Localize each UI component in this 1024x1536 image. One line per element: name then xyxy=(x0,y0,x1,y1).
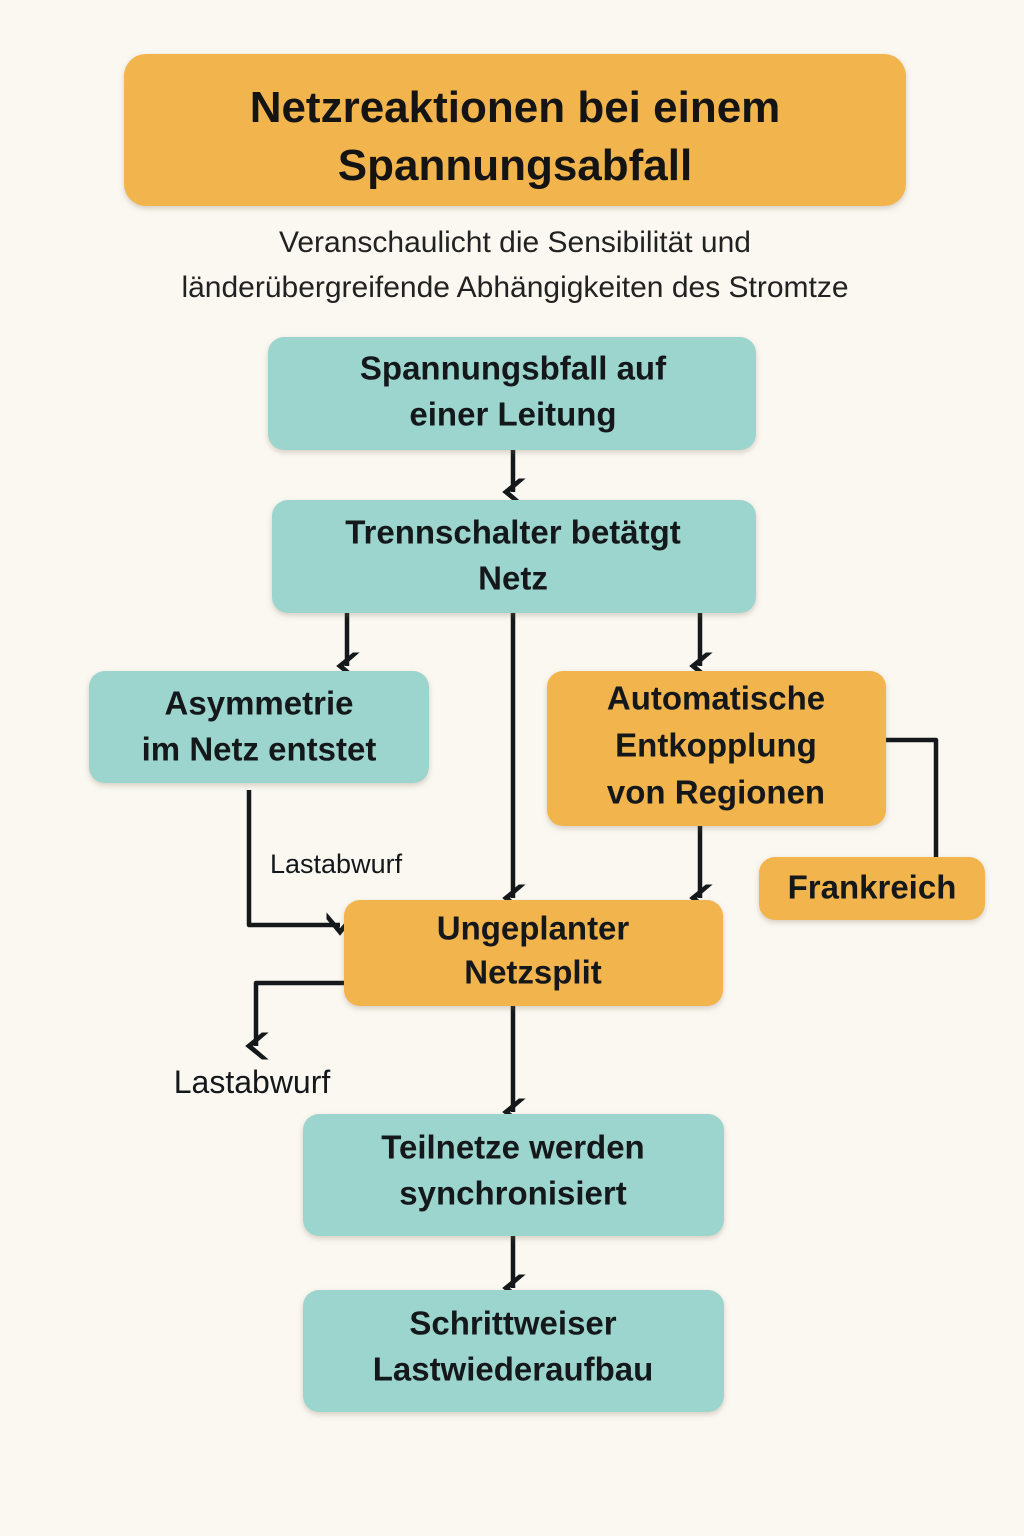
page-subtitle-line2: länderübergreifende Abhängigkeiten des S… xyxy=(181,271,848,304)
title-banner-background xyxy=(124,54,906,206)
node-background xyxy=(344,900,723,1006)
node-label-line2: im Netz entstet xyxy=(142,731,377,768)
node-label-line1: Spannungsbfall auf xyxy=(360,350,667,387)
node-background xyxy=(759,857,985,920)
node-label-line3: von Regionen xyxy=(607,774,825,811)
edge-n6-to-lastabwurf-terminal xyxy=(245,980,344,1060)
node-label-line1: Trennschalter betätgt xyxy=(345,514,681,551)
node-background xyxy=(547,671,886,826)
node-background xyxy=(303,1114,724,1236)
node-ungeplanter-netzsplit[interactable]: Ungeplanter Netzsplit xyxy=(344,900,723,1006)
page-title-line1: Netzreaktionen bei einem xyxy=(250,83,781,132)
node-schrittweiser-lastwiederaufbau[interactable]: Schrittweiser Lastwiederaufbau xyxy=(303,1290,724,1412)
node-label-line2: Netzsplit xyxy=(464,954,602,991)
node-label-line2: einer Leitung xyxy=(409,396,616,433)
node-frankreich[interactable]: Frankreich xyxy=(759,857,985,920)
page-subtitle: Veranschaulicht die Sensibilität und län… xyxy=(181,226,848,304)
node-spannungsabfall-leitung[interactable]: Spannungsbfall auf einer Leitung xyxy=(268,337,756,450)
node-trennschalter-betaetigt-netz[interactable]: Trennschalter betätgt Netz xyxy=(272,500,756,613)
node-automatische-entkopplung-regionen[interactable]: Automatische Entkopplung von Regionen xyxy=(547,671,886,826)
node-label-line1: Asymmetrie xyxy=(165,685,354,722)
node-label-line2: Entkopplung xyxy=(615,727,817,764)
node-label-line2: Lastwiederaufbau xyxy=(373,1351,654,1388)
node-background xyxy=(89,671,429,783)
node-teilnetze-synchronisiert[interactable]: Teilnetze werden synchronisiert xyxy=(303,1114,724,1236)
edge-n4-to-n5 xyxy=(886,737,939,857)
node-label-line1: Automatische xyxy=(607,680,825,717)
node-background xyxy=(303,1290,724,1412)
node-background xyxy=(268,337,756,450)
node-label-line2: Netz xyxy=(478,560,548,597)
edge-label-lastabwurf: Lastabwurf xyxy=(270,849,403,879)
title-banner: Netzreaktionen bei einem Spannungsabfall xyxy=(124,54,906,206)
node-label-line1: Ungeplanter xyxy=(437,910,630,947)
node-label-line2: synchronisiert xyxy=(399,1175,626,1212)
node-background xyxy=(272,500,756,613)
page-title-line2: Spannungsabfall xyxy=(338,141,692,190)
edge-n3-to-n6 xyxy=(246,790,354,936)
node-label-line1: Teilnetze werden xyxy=(381,1129,644,1166)
connectors-layer: Lastabwurf Lastabwurf xyxy=(174,450,939,1302)
terminal-label-lastabwurf: Lastabwurf xyxy=(174,1064,331,1100)
page-subtitle-line1: Veranschaulicht die Sensibilität und xyxy=(279,226,751,259)
node-label-line1: Schrittweiser xyxy=(409,1305,616,1342)
node-label-line1: Frankreich xyxy=(788,869,957,906)
node-asymmetrie-im-netz[interactable]: Asymmetrie im Netz entstet xyxy=(89,671,429,783)
